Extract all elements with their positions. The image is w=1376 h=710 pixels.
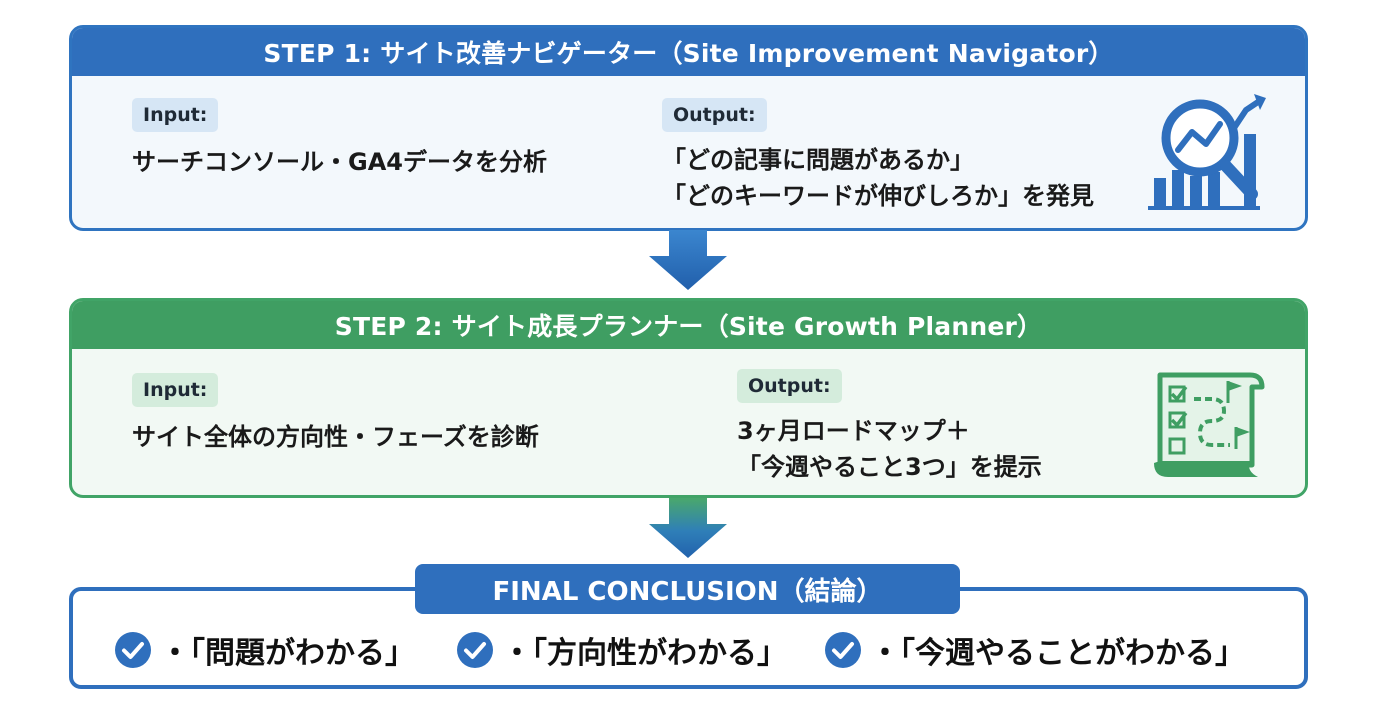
conclusion-item-text: ・「問題がわかる」 (160, 636, 415, 671)
step2-input: Input: サイト全体の方向性・フェーズを診断 (132, 373, 539, 455)
check-circle-icon (825, 632, 861, 668)
conclusion-item: ・「方向性がわかる」 (456, 628, 787, 672)
analytics-magnifier-icon (1148, 94, 1266, 210)
conclusion-item: ・「今週やることがわかる」 (824, 628, 1245, 672)
step1-output-line2: 「どのキーワードが伸びしろか」を発見 (662, 182, 1094, 210)
check-circle-icon (457, 632, 493, 668)
check-circle-icon (115, 632, 151, 668)
step2-output: Output: 3ヶ月ロードマップ＋ 「今週やること3つ」を提示 (737, 369, 1042, 485)
step1-input-text: サーチコンソール・GA4データを分析 (132, 148, 547, 176)
conclusion-item: ・「問題がわかる」 (114, 628, 415, 672)
step1-output-label: Output: (662, 98, 767, 132)
step1-input: Input: サーチコンソール・GA4データを分析 (132, 98, 547, 180)
conclusion-item-text: ・「方向性がわかる」 (502, 636, 787, 671)
roadmap-checklist-icon (1154, 372, 1265, 477)
step2-card: STEP 2: サイト成長プランナー（Site Growth Planner） … (69, 298, 1308, 498)
step2-input-text: サイト全体の方向性・フェーズを診断 (132, 423, 539, 451)
step1-output: Output: 「どの記事に問題があるか」 「どのキーワードが伸びしろか」を発見 (662, 98, 1094, 214)
step1-title: STEP 1: サイト改善ナビゲーター（Site Improvement Nav… (72, 28, 1305, 76)
down-arrow-icon (649, 230, 727, 290)
step2-output-line2: 「今週やること3つ」を提示 (737, 453, 1042, 481)
conclusion-title: FINAL CONCLUSION（結論） (415, 564, 960, 614)
step2-input-label: Input: (132, 373, 219, 407)
step1-input-label: Input: (132, 98, 219, 132)
down-arrow-icon (649, 498, 727, 558)
step1-card: STEP 1: サイト改善ナビゲーター（Site Improvement Nav… (69, 25, 1308, 231)
step2-output-label: Output: (737, 369, 842, 403)
step2-title: STEP 2: サイト成長プランナー（Site Growth Planner） (72, 301, 1305, 349)
step1-output-line1: 「どの記事に問題があるか」 (662, 146, 974, 174)
step2-output-line1: 3ヶ月ロードマップ＋ (737, 417, 970, 445)
conclusion-item-text: ・「今週やることがわかる」 (870, 636, 1245, 671)
